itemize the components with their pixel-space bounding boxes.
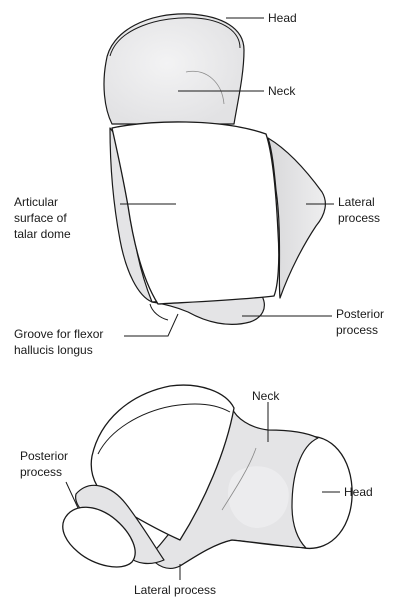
label-posterior-bottom-line1: Posterior [20, 449, 68, 463]
label-lateral-top-line2: process [338, 211, 380, 225]
label-head-bottom: Head [344, 485, 373, 499]
label-articular-line3: talar dome [14, 227, 71, 241]
groove-leader [124, 314, 178, 336]
talus-superior-view [104, 14, 325, 325]
label-lateral-top-line1: Lateral [338, 195, 375, 209]
label-neck-top: Neck [268, 84, 296, 98]
label-head-top: Head [268, 11, 297, 25]
label-articular-line2: surface of [14, 211, 67, 225]
label-posterior-top-line2: process [336, 323, 378, 337]
label-posterior-bottom-line2: process [20, 465, 62, 479]
groove-line [150, 304, 168, 320]
label-neck-bottom: Neck [252, 389, 280, 403]
label-articular-line1: Articular [14, 195, 58, 209]
talus-head-shape [104, 14, 244, 124]
label-groove-line1: Groove for flexor [14, 327, 103, 341]
label-lateral-process-bottom: Lateral process [134, 583, 216, 597]
label-groove-line2: hallucis longus [14, 343, 93, 357]
label-posterior-top-line1: Posterior [336, 307, 384, 321]
talus-lateral-view [63, 385, 352, 568]
